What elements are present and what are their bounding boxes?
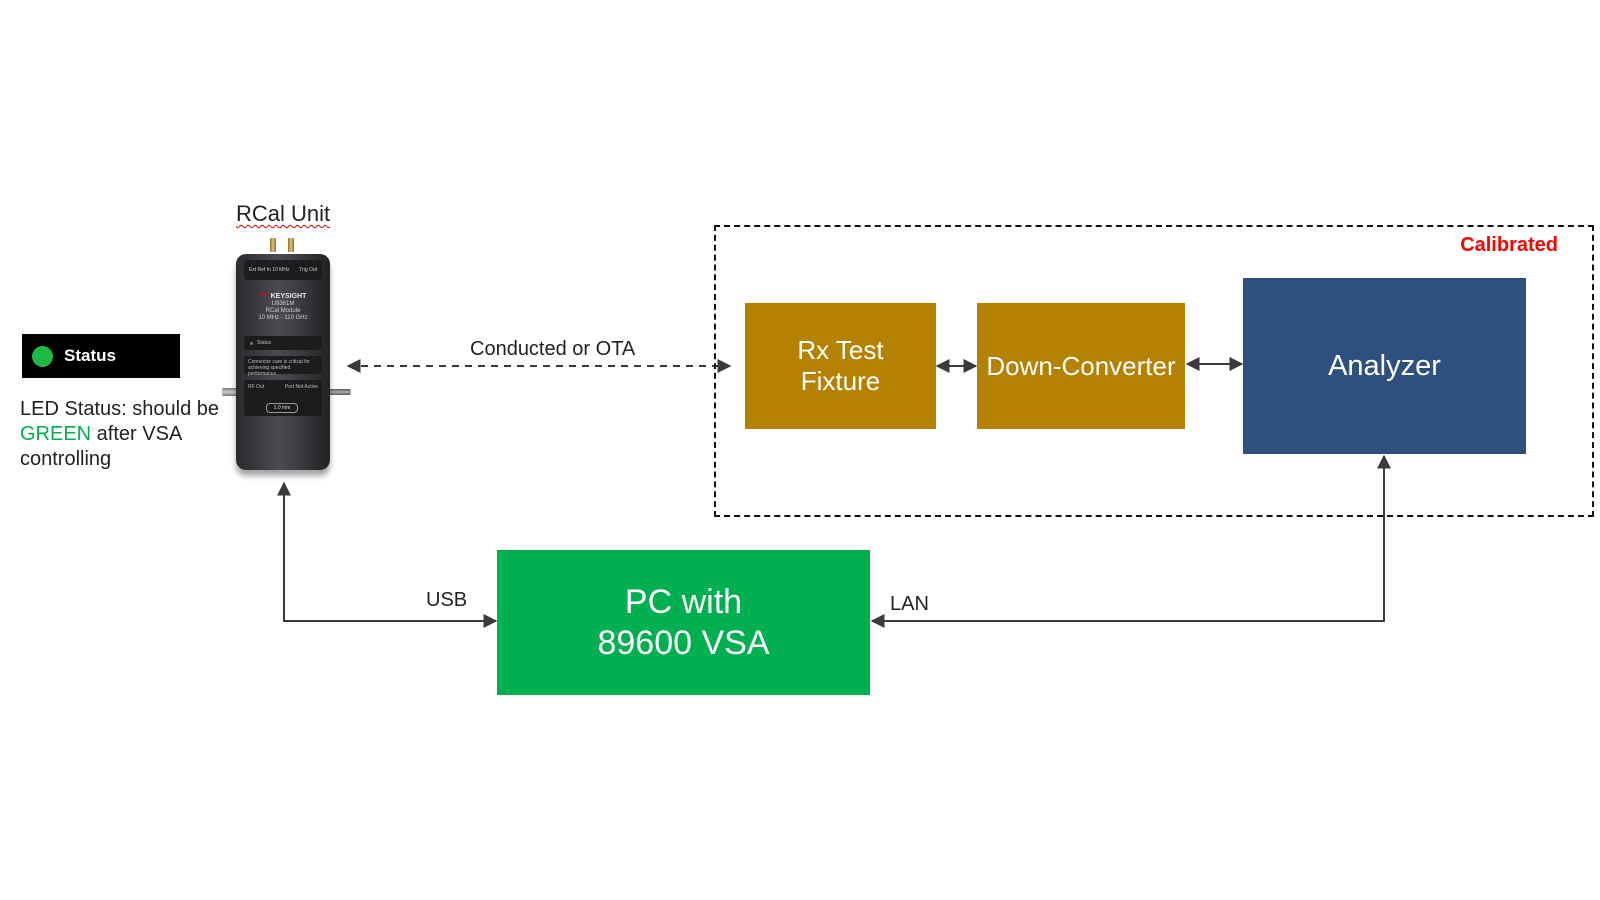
rx-test-fixture-label-line2: Fixture <box>800 366 881 396</box>
pc-label-line1: PC with <box>624 582 743 621</box>
device-port-active: Port Not Active <box>284 384 318 390</box>
down-converter-label: Down-Converter <box>986 350 1176 381</box>
rcal-device-image: Ext Ref In 10 MHz Trig Out 〰KEYSIGHT U93… <box>236 254 330 470</box>
device-warning-panel: Connector care is critical for achieving… <box>244 356 322 377</box>
led-desc-green: GREEN <box>20 423 92 445</box>
calibrated-label: Calibrated <box>1460 234 1558 256</box>
side-connector-left-icon <box>222 388 238 396</box>
rx-test-fixture-block: Rx Test Fixture <box>745 303 936 429</box>
device-connector-size: 1.0 mm <box>266 403 298 413</box>
rx-test-fixture-label-line1: Rx Test <box>797 335 884 365</box>
led-status-description: LED Status: should be GREEN after VSA co… <box>20 397 225 472</box>
analyzer-label: Analyzer <box>1328 349 1441 382</box>
trig-out-connector-icon <box>288 238 294 252</box>
device-warning-text: Connector care is critical for achieving… <box>248 359 310 377</box>
led-desc-part2: after VSA controlling <box>20 423 182 470</box>
device-port-trig-out: Trig Out <box>299 267 318 273</box>
keysight-logo-icon: 〰 <box>259 290 269 300</box>
device-module: RCal Module <box>265 308 301 314</box>
lan-label: LAN <box>890 593 929 615</box>
device-status-label: Status <box>257 340 272 346</box>
down-converter-block: Down-Converter <box>977 303 1185 429</box>
analyzer-block: Analyzer <box>1243 278 1526 454</box>
status-badge: Status <box>22 334 180 378</box>
device-status-led-icon <box>250 341 253 345</box>
ref-in-connector-icon <box>270 238 276 252</box>
pc-vsa-block: PC with 89600 VSA <box>497 550 870 695</box>
rcal-unit-label: RCal Unit <box>236 201 330 227</box>
status-badge-label: Status <box>64 346 116 365</box>
led-green-icon <box>32 345 53 367</box>
usb-link <box>277 481 498 628</box>
pc-label-line2: 89600 VSA <box>597 623 770 662</box>
side-connector-right-icon <box>329 389 351 395</box>
calibrated-region <box>714 225 1594 517</box>
device-top-panel: Ext Ref In 10 MHz Trig Out <box>244 260 322 280</box>
lan-link <box>870 454 1391 628</box>
usb-label: USB <box>426 589 468 611</box>
device-brand: 〰KEYSIGHT <box>244 288 322 301</box>
device-brand-text: KEYSIGHT <box>270 293 307 300</box>
device-status-panel: Status <box>244 336 322 350</box>
device-model-info: U9361M RCal Module 10 MHz - 110 GHz <box>244 301 322 322</box>
device-model: U9361M <box>271 301 295 307</box>
rcal-unit-text: RCal Unit <box>236 201 331 226</box>
device-range: 10 MHz - 110 GHz <box>258 315 308 321</box>
device-rf-out: RF Out <box>248 384 265 390</box>
led-desc-part1: LED Status: should be <box>20 398 220 420</box>
conducted-ota-label: Conducted or OTA <box>470 338 636 360</box>
device-port-panel: RF Out Port Not Active <box>244 380 322 416</box>
device-port-ref-in: Ext Ref In 10 MHz <box>248 267 290 273</box>
